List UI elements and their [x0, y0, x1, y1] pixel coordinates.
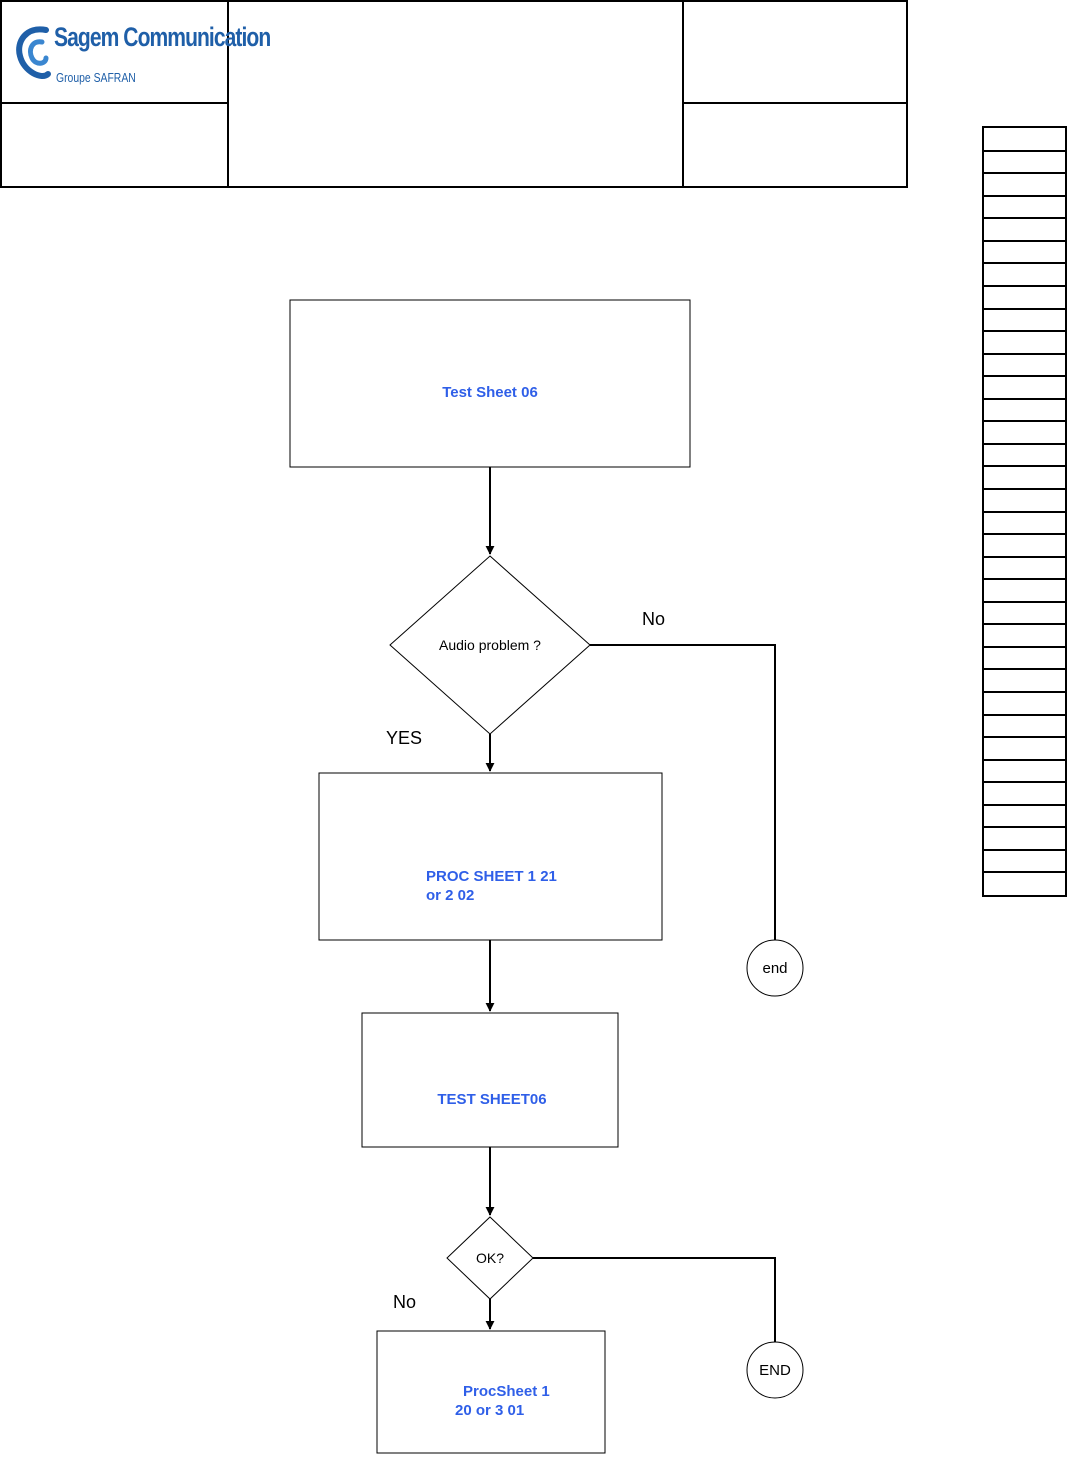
logo-cell: Sagem Communication Groupe SAFRAN [2, 2, 271, 104]
connector-ok-to-end [533, 1257, 776, 1342]
revision-grid-row-divider [984, 781, 1065, 784]
revision-grid-row-divider [984, 487, 1065, 490]
company-logo: Sagem Communication Groupe SAFRAN [14, 18, 271, 90]
proc-sheet-line1: PROC SHEET 1 21 [426, 868, 557, 885]
revision-grid-row-divider [984, 217, 1065, 220]
end-terminal-upper-label: END [759, 1362, 791, 1379]
proc-sheet-box [318, 772, 663, 941]
revision-grid-row-divider [984, 420, 1065, 423]
yes-label: YES [386, 728, 422, 748]
ok-decision-label: OK? [476, 1250, 504, 1266]
revision-grid-row-divider [984, 262, 1065, 265]
connector-no-to-end [590, 644, 776, 940]
end-terminal-upper [746, 1341, 804, 1399]
revision-grid-row-divider [984, 375, 1065, 378]
revision-grid-row-divider [984, 578, 1065, 581]
test-sheet-06-box [361, 1012, 619, 1148]
revision-grid-row-divider [984, 510, 1065, 513]
proc-sheet-line2: or 2 02 [426, 887, 474, 904]
audio-problem-label: Audio problem ? [439, 637, 541, 653]
revision-grid-row-divider [984, 826, 1065, 829]
revision-grid-row-divider [984, 352, 1065, 355]
revision-grid-row-divider [984, 239, 1065, 242]
revision-grid-row-divider [984, 623, 1065, 626]
revision-grid-row-divider [984, 600, 1065, 603]
header-cell-right-bottom [682, 104, 908, 188]
revision-grid-row-divider [984, 149, 1065, 152]
header-cell-left-bottom [2, 104, 229, 188]
revision-grid-row-divider [984, 465, 1065, 468]
end-terminal-lower-label: end [762, 960, 787, 977]
procsheet-line2: 20 or 3 01 [455, 1402, 524, 1419]
revision-grid-row-divider [984, 442, 1065, 445]
procsheet-box [376, 1330, 606, 1454]
header-cell-right-top [682, 2, 908, 104]
revision-grid-row-divider [984, 645, 1065, 648]
sagem-swirl-icon [16, 26, 51, 79]
revision-grid-row-divider [984, 668, 1065, 671]
revision-grid-row-divider [984, 533, 1065, 536]
test-sheet-label: Test Sheet 06 [442, 384, 538, 401]
revision-grid-row-divider [984, 397, 1065, 400]
no-label-audio: No [642, 609, 665, 629]
revision-grid [982, 126, 1067, 897]
test-sheet-06-label: TEST SHEET06 [437, 1091, 546, 1108]
revision-grid-row-divider [984, 848, 1065, 851]
procsheet-line1: ProcSheet 1 [463, 1383, 550, 1400]
end-terminal-lower [746, 939, 804, 997]
test-sheet-box [289, 299, 691, 468]
document-header: Sagem Communication Groupe SAFRAN [0, 0, 908, 188]
revision-grid-row-divider [984, 307, 1065, 310]
revision-grid-row-divider [984, 194, 1065, 197]
revision-grid-row-divider [984, 758, 1065, 761]
revision-grid-row-divider [984, 172, 1065, 175]
no-label-ok: No [393, 1292, 416, 1312]
revision-grid-row-divider [984, 284, 1065, 287]
company-name: Sagem Communication [54, 22, 271, 52]
revision-grid-row-divider [984, 803, 1065, 806]
company-group: Groupe SAFRAN [56, 70, 136, 85]
revision-grid-row-divider [984, 555, 1065, 558]
revision-grid-row-divider [984, 713, 1065, 716]
revision-grid-row-divider [984, 871, 1065, 874]
revision-grid-row-divider [984, 330, 1065, 332]
revision-grid-row-divider [984, 736, 1065, 739]
revision-grid-row-divider [984, 691, 1065, 693]
